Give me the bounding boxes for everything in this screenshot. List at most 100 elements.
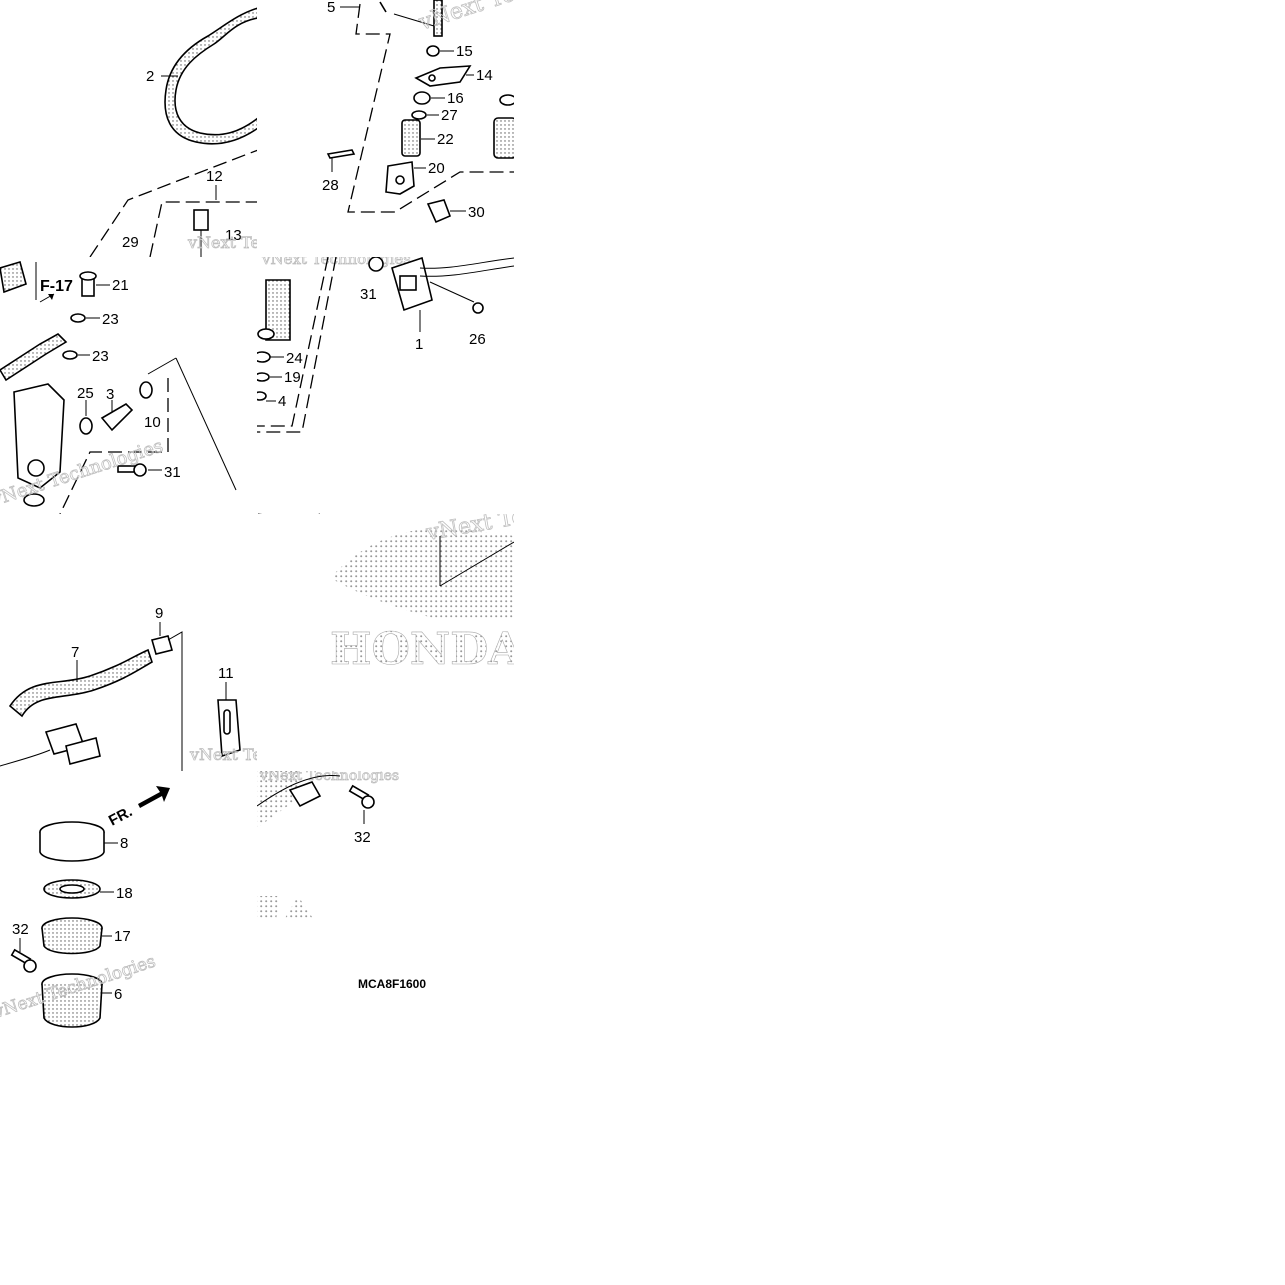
pin-30 xyxy=(426,199,452,224)
callout-26: 26 xyxy=(469,331,486,348)
wire xyxy=(0,749,51,767)
tile-middle-middle: vNext Technologies 24 19 4 9 31 1 26 xyxy=(247,250,514,514)
reference-label: F-17 xyxy=(40,278,73,295)
frame-line xyxy=(439,541,514,587)
callout-23a: 23 xyxy=(102,311,119,328)
callout-28: 28 xyxy=(322,177,339,194)
tile-middle-left: F-17 21 23 23 25 3 10 31 vNext Technolog… xyxy=(0,260,237,514)
callout-11: 11 xyxy=(218,665,234,682)
oring-25 xyxy=(79,417,93,435)
callout-6: 6 xyxy=(114,986,122,1003)
cap-8-body xyxy=(39,832,105,862)
mount-boss xyxy=(27,459,45,477)
ring-19 xyxy=(257,372,270,382)
pin xyxy=(379,1,387,13)
site-watermark: vNext Technologies xyxy=(187,233,347,252)
reservoir-6 xyxy=(41,983,103,1028)
leader xyxy=(393,13,435,27)
group-boundary xyxy=(147,357,177,375)
clip-4 xyxy=(257,391,267,401)
washer-27 xyxy=(411,110,427,120)
tile-top-left: 2 12 29 13 vNext Technologies xyxy=(89,7,347,257)
callout-1: 1 xyxy=(415,336,423,353)
callout-7: 7 xyxy=(71,644,79,661)
brand-fragment xyxy=(284,896,314,920)
callout-32a: 32 xyxy=(12,921,29,938)
callout-16: 16 xyxy=(447,90,464,107)
hose-7 xyxy=(8,648,153,718)
wire xyxy=(419,257,514,269)
switch-body xyxy=(193,209,209,231)
callout-27: 27 xyxy=(441,107,458,124)
hose-line xyxy=(0,333,68,382)
bolt-31b xyxy=(368,257,384,272)
bolt-32b-head xyxy=(361,795,375,809)
tile-top-middle: 5 15 14 16 27 22 20 28 30 vNext Technol xyxy=(322,0,632,224)
ref-arrow-head xyxy=(48,294,54,300)
callout-3: 3 xyxy=(106,386,114,403)
callout-22: 22 xyxy=(437,131,454,148)
diagram-code: MCA8F1600 xyxy=(358,977,426,991)
washer xyxy=(499,94,514,106)
group-boundary xyxy=(257,257,329,427)
leader xyxy=(429,281,475,303)
callout-4: 4 xyxy=(278,393,286,410)
callout-9a: 9 xyxy=(247,424,255,441)
clevis-hole xyxy=(395,175,405,185)
cap xyxy=(23,493,45,507)
callout-17: 17 xyxy=(114,928,131,945)
push-rod xyxy=(433,0,443,37)
tile-bottom-left: 9 7 11 vNext Technologies xyxy=(0,605,349,771)
group-boundary xyxy=(149,201,257,257)
callout-23b: 23 xyxy=(92,348,109,365)
callout-9b: 9 xyxy=(155,605,163,622)
wing-logo-fragment xyxy=(257,771,300,828)
clamp-9 xyxy=(151,635,173,655)
site-watermark: vNext Technologies xyxy=(261,250,411,268)
master-cylinder xyxy=(13,383,65,489)
callout-15: 15 xyxy=(456,43,473,60)
connector xyxy=(65,737,101,765)
callout-31a: 31 xyxy=(164,464,181,481)
tile-lower-middle: vNext Technologies 32 MCA8F1600 xyxy=(257,768,426,991)
callout-24: 24 xyxy=(286,350,303,367)
hose-line xyxy=(257,774,341,807)
joint-22 xyxy=(401,119,421,157)
tile-logo: HONDA vNext Technologies xyxy=(330,514,523,675)
brand-watermark: HONDA xyxy=(330,624,523,675)
bolt-31-head xyxy=(133,463,147,477)
clamp-tab xyxy=(288,781,322,808)
bolt-head xyxy=(79,271,97,281)
front-arrow-icon xyxy=(138,786,170,808)
washer-23a xyxy=(70,313,86,323)
callout-19: 19 xyxy=(284,369,301,386)
seal xyxy=(257,328,275,340)
plate-14 xyxy=(414,65,472,87)
group-boundary xyxy=(89,149,257,257)
group-boundary xyxy=(347,3,514,213)
plate-hole xyxy=(428,74,436,82)
callout-32b: 32 xyxy=(354,829,371,846)
joint-3 xyxy=(100,402,134,432)
site-watermark: vNext Technologies xyxy=(189,745,349,764)
callout-29: 29 xyxy=(122,234,139,251)
callout-21: 21 xyxy=(112,277,129,294)
group-boundary xyxy=(167,631,183,771)
group-boundary xyxy=(59,378,169,514)
clip-10 xyxy=(139,381,153,399)
callout-14: 14 xyxy=(476,67,493,84)
callout-13: 13 xyxy=(225,227,242,244)
spring xyxy=(265,279,291,341)
callout-2: 2 xyxy=(146,68,154,85)
washer-24 xyxy=(257,351,271,363)
callout-10: 10 xyxy=(144,414,161,431)
site-watermark: vNext Technologies xyxy=(259,768,399,784)
hose-line xyxy=(258,513,320,514)
cotter-pin-28 xyxy=(326,149,356,159)
site-watermark: vNext Technologies xyxy=(415,0,632,36)
front-marker: FR. xyxy=(106,803,135,829)
callout-18: 18 xyxy=(116,885,133,902)
washer-23b xyxy=(62,350,78,360)
